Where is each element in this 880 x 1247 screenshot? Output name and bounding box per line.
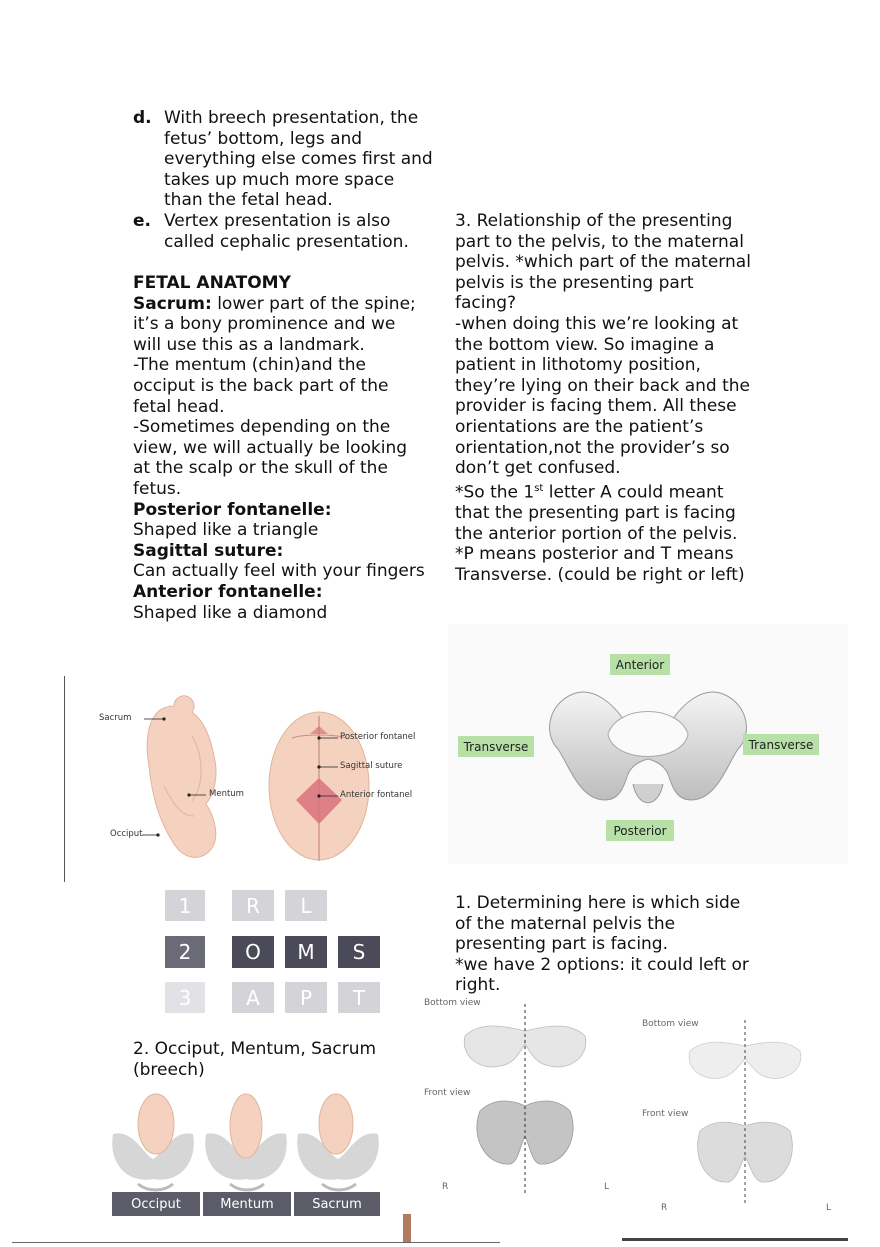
bottom-rule-left bbox=[12, 1242, 500, 1243]
list-text: With breech presentation, the fetus’ bot… bbox=[164, 108, 433, 211]
first-letter-text-cont: letter A could meant that the presenting… bbox=[455, 482, 738, 544]
determining-section: 1. Determining here is which side of the… bbox=[455, 893, 753, 996]
grid-cell-s: S bbox=[338, 936, 380, 968]
determining-paragraph: 1. Determining here is which side of the… bbox=[455, 893, 741, 955]
mentum-fig-label: Mentum bbox=[209, 789, 244, 799]
figure-edge-line bbox=[64, 676, 65, 882]
grid-cell-3: 3 bbox=[165, 982, 205, 1013]
anterior-fontanel-fig-label: Anterior fontanel bbox=[340, 790, 413, 800]
bottom-view-paragraph: -when doing this we’re looking at the bo… bbox=[455, 313, 751, 479]
anterior-label: Anterior bbox=[610, 654, 670, 675]
posterior-label: Posterior bbox=[606, 820, 674, 841]
grid-cell-p: P bbox=[285, 982, 327, 1013]
anterior-fontanelle-label: Anterior fontanelle: bbox=[133, 581, 323, 602]
superscript: st bbox=[534, 482, 544, 494]
breech-occiput-caption: Occiput bbox=[112, 1192, 200, 1216]
sagittal-suture-text: Can actually feel with your fingers bbox=[133, 561, 425, 582]
occiput-fig-label: Occiput bbox=[110, 829, 143, 839]
transverse-left-label: Transverse bbox=[458, 736, 534, 757]
fetal-anatomy-figure: Sacrum Mentum Occiput Posterior fontanel… bbox=[64, 676, 426, 882]
grid-cell-a: A bbox=[232, 982, 274, 1013]
breech-figure: Occiput Mentum Sacrum bbox=[108, 1084, 384, 1220]
fetal-anatomy-section: FETAL ANATOMY Sacrum: lower part of the … bbox=[133, 273, 425, 623]
r-label-1: R bbox=[442, 1182, 449, 1192]
first-letter-paragraph: *So the 1st letter A could meant that th… bbox=[455, 479, 753, 544]
list-text: Vertex presentation is also called cepha… bbox=[164, 211, 409, 252]
anterior-fontanelle-text: Shaped like a diamond bbox=[133, 602, 328, 623]
position-code-grid: 1 R L 2 O M S 3 A P T bbox=[130, 884, 396, 1024]
posterior-fontanelle-text: Shaped like a triangle bbox=[133, 520, 319, 541]
l-label-1: L bbox=[604, 1182, 610, 1192]
pelvis-illustration bbox=[549, 691, 747, 804]
fetal-anatomy-illustration bbox=[142, 695, 370, 861]
grid-cell-r: R bbox=[232, 890, 274, 921]
relationship-paragraph: 3. Relationship of the presenting part t… bbox=[455, 211, 751, 314]
breech-mentum-caption: Mentum bbox=[203, 1192, 291, 1216]
transverse-right-label: Transverse bbox=[743, 734, 819, 755]
grid-cell-t: T bbox=[338, 982, 380, 1013]
posterior-fontanelle-label: Posterior fontanelle: bbox=[133, 499, 332, 520]
pelvis-views-figure: Bottom view Front view R L Bottom view F… bbox=[420, 996, 852, 1222]
bottom-view-label-1: Bottom view bbox=[424, 998, 481, 1008]
view-paragraph: -Sometimes depending on the view, we wil… bbox=[133, 417, 408, 499]
occiput-caption: 2. Occiput, Mentum, Sacrum (breech) bbox=[133, 1039, 377, 1080]
r-label-2: R bbox=[661, 1203, 668, 1213]
breech-illustration bbox=[112, 1093, 379, 1192]
two-options-paragraph: *we have 2 options: it could left or rig… bbox=[455, 954, 749, 996]
grid-cell-l: L bbox=[285, 890, 327, 921]
pelvis-views-illustration bbox=[463, 1004, 802, 1206]
grid-cell-1: 1 bbox=[165, 890, 205, 921]
sagittal-suture-label: Sagittal suture: bbox=[133, 540, 284, 561]
sacrum-label: Sacrum: bbox=[133, 293, 212, 314]
list-marker: d. bbox=[133, 108, 152, 128]
sacrum-fig-label: Sacrum bbox=[99, 713, 132, 723]
bottom-view-label-2: Bottom view bbox=[642, 1019, 699, 1029]
relationship-section: 3. Relationship of the presenting part t… bbox=[455, 211, 753, 585]
sacrum-text: lower part of the spine; it’s a bony pro… bbox=[133, 293, 416, 355]
mentum-paragraph: -The mentum (chin)and the occiput is the… bbox=[133, 355, 389, 417]
grid-cell-o: O bbox=[232, 936, 274, 968]
l-label-2: L bbox=[826, 1203, 832, 1213]
fetal-anatomy-heading: FETAL ANATOMY bbox=[133, 273, 291, 293]
breech-sacrum-caption: Sacrum bbox=[294, 1192, 380, 1216]
grid-cell-2: 2 bbox=[165, 936, 205, 968]
sacrum-paragraph: Sacrum: lower part of the spine; it’s a … bbox=[133, 294, 425, 356]
list-marker: e. bbox=[133, 211, 151, 231]
bottom-mark bbox=[403, 1214, 411, 1242]
bottom-rule-right bbox=[622, 1238, 848, 1241]
sagittal-suture-fig-label: Sagittal suture bbox=[340, 761, 403, 771]
pelvis-orientation-figure: Anterior Posterior Transverse Transverse bbox=[448, 624, 848, 864]
first-letter-text: *So the 1 bbox=[455, 482, 535, 503]
posterior-fontanel-fig-label: Posterior fontanel bbox=[340, 732, 416, 742]
p-means-paragraph: *P means posterior and T means Transvers… bbox=[455, 544, 745, 585]
front-view-label-2: Front view bbox=[642, 1109, 689, 1119]
front-view-label-1: Front view bbox=[424, 1088, 471, 1098]
grid-cell-m: M bbox=[285, 936, 327, 968]
